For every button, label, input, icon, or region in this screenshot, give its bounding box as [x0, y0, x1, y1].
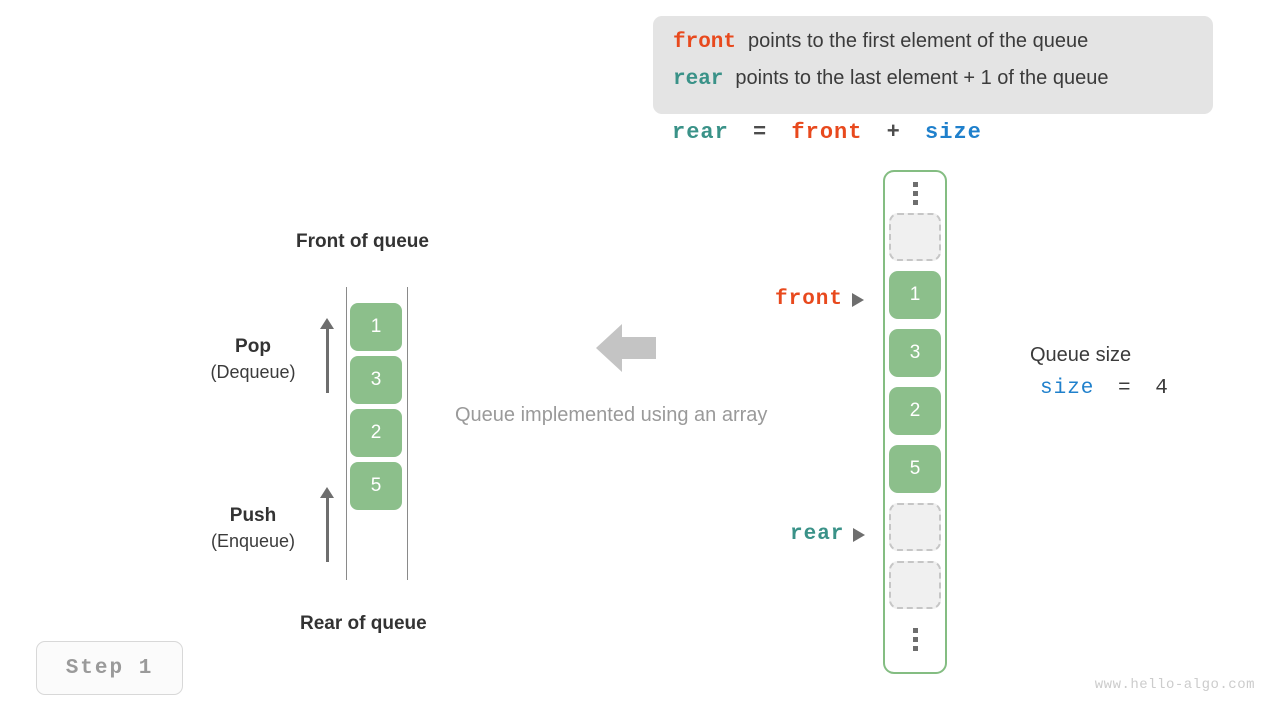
push-title: Push — [229, 505, 277, 526]
front-of-queue-title: Front of queue — [296, 231, 429, 252]
formula-rear: rear — [672, 120, 729, 145]
array-cell-empty — [889, 503, 941, 551]
ellipsis-bottom-icon — [889, 619, 941, 659]
step-badge: Step 1 — [36, 641, 183, 695]
front-description: points to the first element of the queue — [748, 30, 1089, 52]
center-caption: Queue implemented using an array — [455, 404, 768, 426]
arrow-right-pointer-icon — [853, 527, 866, 542]
pop-subtitle: (Dequeue) — [210, 362, 296, 382]
push-operation-label: Push (Enqueue) — [178, 505, 328, 552]
queue-size-note: Queue size size = 4 — [1030, 344, 1169, 400]
rear-pointer-label: rear — [790, 523, 845, 546]
ellipsis-top-icon — [889, 173, 941, 213]
arrow-up-pop-icon — [320, 318, 334, 393]
rear-description: points to the last element + 1 of the qu… — [735, 67, 1109, 89]
array-cell-filled: 2 — [889, 387, 941, 435]
formula-plus: + — [886, 120, 901, 145]
size-equals: = — [1118, 377, 1132, 400]
stack-rail-left — [346, 287, 347, 580]
arrow-head — [320, 318, 334, 329]
queue-stack-cells: 1 3 2 5 — [350, 303, 402, 515]
arrow-head — [320, 487, 334, 498]
array-cell-filled: 3 — [889, 329, 941, 377]
arrow-shaft — [326, 327, 329, 393]
pop-title: Pop — [235, 336, 271, 357]
arrow-right-pointer-icon — [852, 292, 865, 307]
array-cell-empty — [889, 561, 941, 609]
push-subtitle: (Enqueue) — [210, 531, 296, 551]
queue-size-equation: size = 4 — [1030, 377, 1169, 400]
watermark: www.hello-algo.com — [1094, 677, 1255, 693]
rear-of-queue-title: Rear of queue — [300, 613, 427, 634]
array-cell-filled: 1 — [889, 271, 941, 319]
size-value: 4 — [1155, 377, 1169, 400]
front-keyword: front — [673, 31, 737, 54]
stack-rail-right — [407, 287, 408, 580]
array-cell-filled: 5 — [889, 445, 941, 493]
queue-cell: 5 — [350, 462, 402, 510]
arrow-left-icon — [596, 324, 656, 377]
info-line-front: front points to the first element of the… — [673, 30, 1193, 67]
array-cells: 1 3 2 5 — [889, 173, 941, 659]
formula-size: size — [925, 120, 982, 145]
formula-rear-equals-front-plus-size: rear = front + size — [672, 120, 982, 145]
formula-front: front — [791, 120, 863, 145]
queue-cell: 3 — [350, 356, 402, 404]
formula-equals: = — [753, 120, 768, 145]
info-line-rear: rear points to the last element + 1 of t… — [673, 67, 1193, 104]
queue-size-title: Queue size — [1030, 344, 1132, 366]
arrow-up-push-icon — [320, 487, 334, 562]
array-cell-empty — [889, 213, 941, 261]
rear-pointer: rear — [790, 523, 866, 546]
info-box: front points to the first element of the… — [653, 16, 1213, 114]
size-keyword: size — [1040, 377, 1095, 400]
front-pointer-label: front — [775, 288, 844, 311]
arrow-shaft — [326, 496, 329, 562]
front-pointer: front — [775, 288, 865, 311]
rear-keyword: rear — [673, 68, 724, 91]
pop-operation-label: Pop (Dequeue) — [178, 336, 328, 383]
queue-cell: 2 — [350, 409, 402, 457]
queue-cell: 1 — [350, 303, 402, 351]
